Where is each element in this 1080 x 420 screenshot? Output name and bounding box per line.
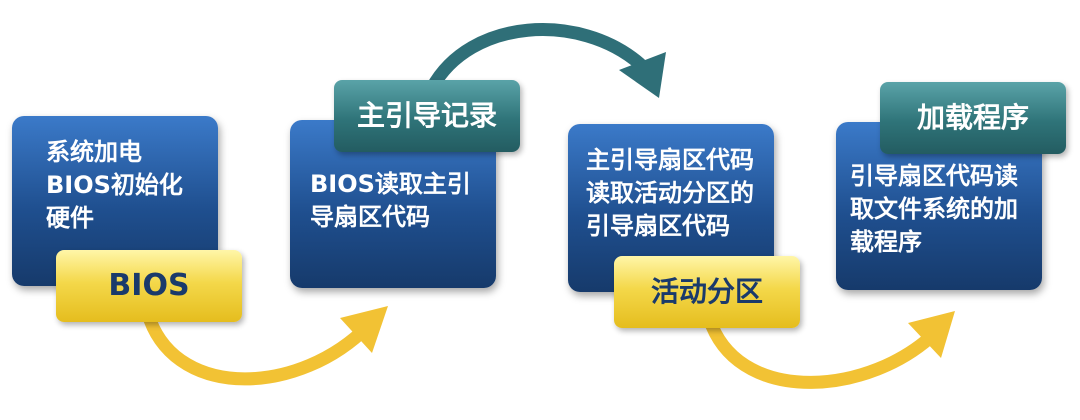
step-1-line-1: 系统加电 (46, 138, 142, 166)
step-4-line-1: 引导扇区代码读 (850, 162, 1018, 190)
connector-arrowhead-3 (908, 311, 955, 358)
step-2-line-1: BIOS读取主引 (310, 170, 471, 198)
connector-arrowhead-2 (619, 52, 666, 98)
step-3-line-1: 主引导扇区代码 (586, 146, 754, 174)
step-card-2: BIOS读取主引 导扇区代码 (290, 120, 496, 288)
connector-arrowhead-1 (340, 306, 388, 353)
step-tag-mbr: 主引导记录 (334, 80, 520, 152)
step-tag-bios: BIOS (56, 250, 242, 322)
step-4-line-3: 载程序 (850, 228, 922, 256)
step-3-line-2: 读取活动分区的 (586, 179, 754, 207)
step-3-line-3: 引导扇区代码 (586, 212, 730, 240)
step-1-line-2: BIOS初始化 (46, 171, 183, 199)
step-4-line-2: 取文件系统的加 (850, 195, 1018, 223)
step-2-line-2: 导扇区代码 (310, 203, 430, 231)
connector-arrow-2 (425, 23, 647, 95)
step-1-line-3: 硬件 (46, 204, 94, 232)
connector-arrow-3 (705, 319, 942, 389)
step-tag-loader: 加载程序 (880, 82, 1066, 154)
connector-arrow-1 (143, 313, 375, 386)
step-tag-active-partition: 活动分区 (614, 256, 800, 328)
